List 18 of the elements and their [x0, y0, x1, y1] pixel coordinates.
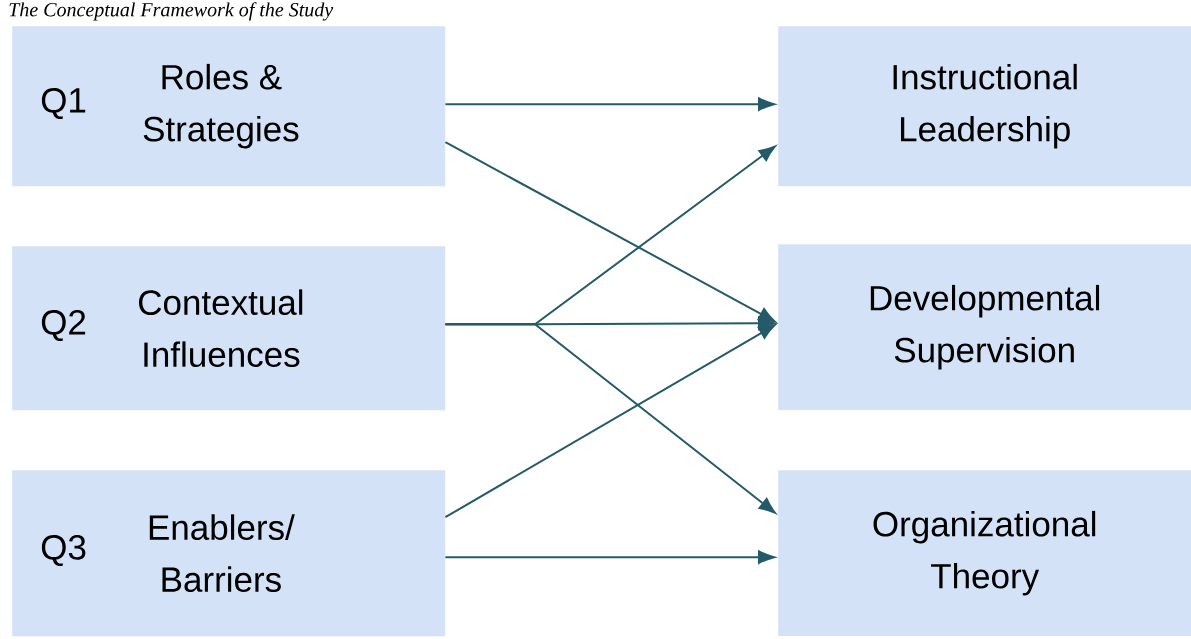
figure-title: The Conceptual Framework of the Study — [9, 2, 334, 21]
box-text: Instructional Leadership — [893, 63, 1077, 149]
question-label: Q1 — [41, 88, 86, 120]
box-text: Contextual Influences — [139, 289, 303, 368]
question-label: Q3 — [41, 535, 86, 567]
question-label: Q2 — [41, 310, 86, 342]
concept-box — [778, 470, 1191, 637]
concept-box — [778, 244, 1191, 411]
arrow — [444, 97, 775, 111]
concept-box — [12, 246, 446, 411]
box-text: Developmental Supervision — [870, 284, 1100, 370]
concept-box — [12, 26, 446, 187]
box-text: Enablers/ Barriers — [149, 514, 295, 593]
concept-box — [778, 26, 1191, 187]
box-text: Roles & Strategies — [143, 63, 299, 149]
box-text: Organizational Theory — [873, 510, 1096, 596]
arrow — [444, 550, 775, 564]
concept-box — [12, 470, 446, 637]
